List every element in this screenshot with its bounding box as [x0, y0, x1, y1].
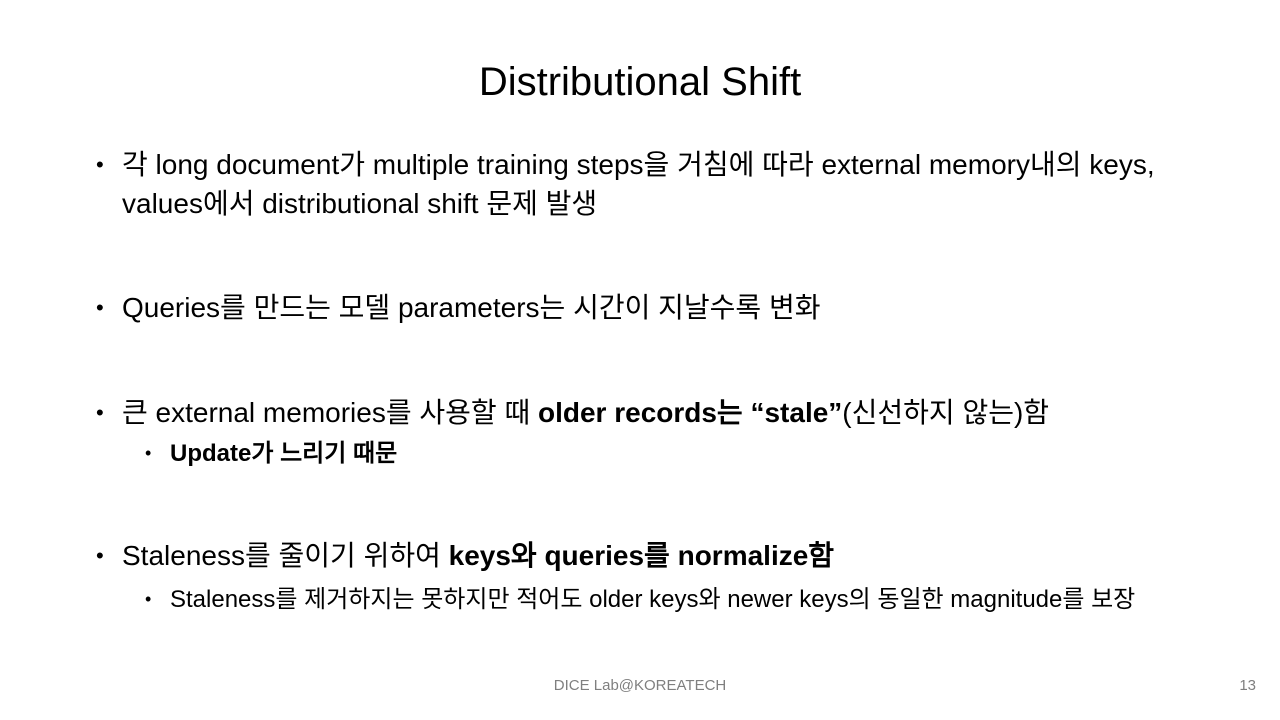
bullet-1-text: 각 long document가 multiple training steps… — [122, 149, 1155, 219]
page-number: 13 — [1239, 677, 1256, 694]
slide-title: Distributional Shift — [478, 60, 802, 104]
bullet-marker: • — [96, 543, 104, 568]
bullet-4: • Staleness를 줄이기 위하여 keys와 queries를 norm… — [96, 536, 1196, 575]
sub-bullet-marker: • — [145, 589, 152, 609]
bullet-3-text: 큰 external memories를 사용할 때 — [122, 397, 538, 428]
bullet-marker: • — [96, 400, 104, 425]
bullet-marker: • — [96, 295, 104, 320]
bullet-4-text: Staleness를 줄이기 위하여 — [122, 540, 449, 571]
bullet-marker: • — [96, 152, 104, 177]
sub-bullet-4-1-text: Staleness를 제거하지는 못하지만 적어도 older keys와 ne… — [170, 586, 1136, 613]
footer-lab-name: DICE Lab@KOREATECH — [553, 677, 727, 694]
bullet-3-bold: older records는 “stale” — [537, 397, 843, 428]
bullet-4-bold: keys와 queries를 normalize함 — [448, 540, 835, 571]
sub-bullet-marker: • — [145, 443, 152, 463]
sub-bullet-4-1: • Staleness를 제거하지는 못하지만 적어도 older keys와 … — [145, 584, 1220, 615]
bullet-2-text: Queries를 만드는 모델 parameters는 시간이 지날수록 변화 — [122, 292, 821, 323]
bullet-1: • 각 long document가 multiple training ste… — [96, 145, 1196, 223]
bullet-3: • 큰 external memories를 사용할 때 older recor… — [96, 393, 1196, 432]
sub-bullet-3-1-text: Update가 느리기 때문 — [170, 440, 398, 467]
bullet-2: • Queries를 만드는 모델 parameters는 시간이 지날수록 변… — [96, 288, 1196, 327]
bullet-3-text-tail: (신선하지 않는)함 — [842, 397, 1050, 428]
sub-bullet-3-1: • Update가 느리기 때문 — [145, 438, 1220, 469]
